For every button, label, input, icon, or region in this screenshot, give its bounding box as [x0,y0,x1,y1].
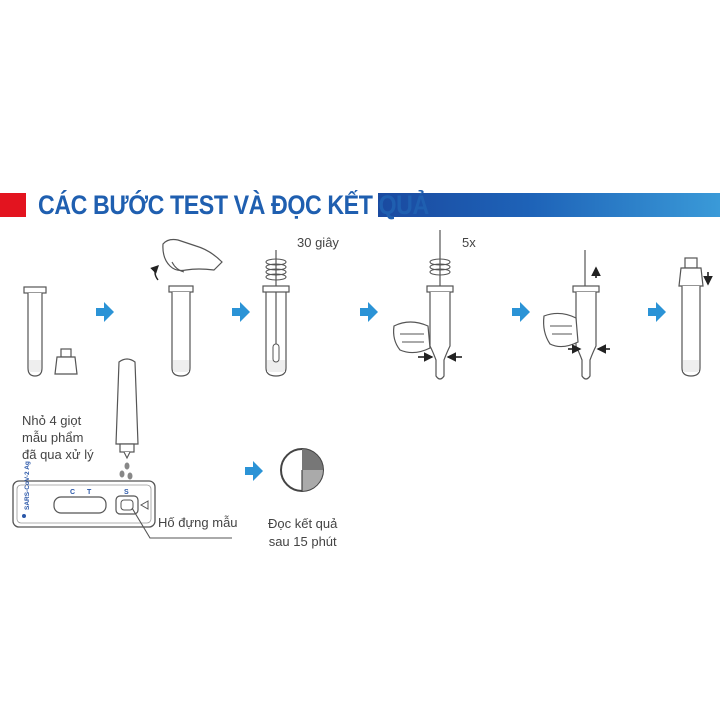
cassette-brand-text: SARS-CoV-2 Ag [24,461,31,510]
squeeze-tube-step [393,230,462,380]
step-arrow-3 [360,302,378,322]
drop-instruction-line-2: mẫu phẩm [22,430,84,445]
extraction-tube-step1 [23,286,47,377]
read-result-line-2: sau 15 phút [268,534,337,549]
step-arrow-6 [245,461,263,481]
dropper-cap [54,348,78,375]
sample-well-leader-line [131,507,232,539]
timer-icon [280,448,324,492]
step-arrow-4 [512,302,530,322]
read-result-line-1: Đọc kết quả [268,516,338,531]
drop-instruction-line-3: đã qua xử lý [22,447,94,462]
cap-tube-step [678,257,713,377]
add-buffer-step [150,238,223,377]
read-result-label: Đọc kết quả sau 15 phút [268,515,337,551]
drop-instruction-label: Nhỏ 4 giọt mẫu phẩm đã qua xử lý [22,412,134,463]
sample-well-marker: S [124,489,129,496]
step-arrow-1 [96,302,114,322]
step-arrow-2 [232,302,250,322]
test-line-marker: T [87,489,92,496]
squeeze-count-label: 5x [462,235,476,250]
swab-swirl-step [262,250,290,377]
title-accent-red [0,193,26,217]
swirl-time-label: 30 giây [297,235,339,250]
drop-instruction-line-1: Nhỏ 4 giọt [22,413,82,428]
remove-swab-step [543,250,610,380]
step-arrow-5 [648,302,666,322]
title-accent-blue [378,193,720,217]
control-line-marker: C [70,489,75,496]
sample-well-label: Hố đựng mẫu [158,515,238,530]
page-title: CÁC BƯỚC TEST VÀ ĐỌC KẾT QUẢ [38,190,429,220]
test-cassette: SARS-CoV-2 Ag C T S [12,461,156,528]
dropper-tube [115,358,139,460]
